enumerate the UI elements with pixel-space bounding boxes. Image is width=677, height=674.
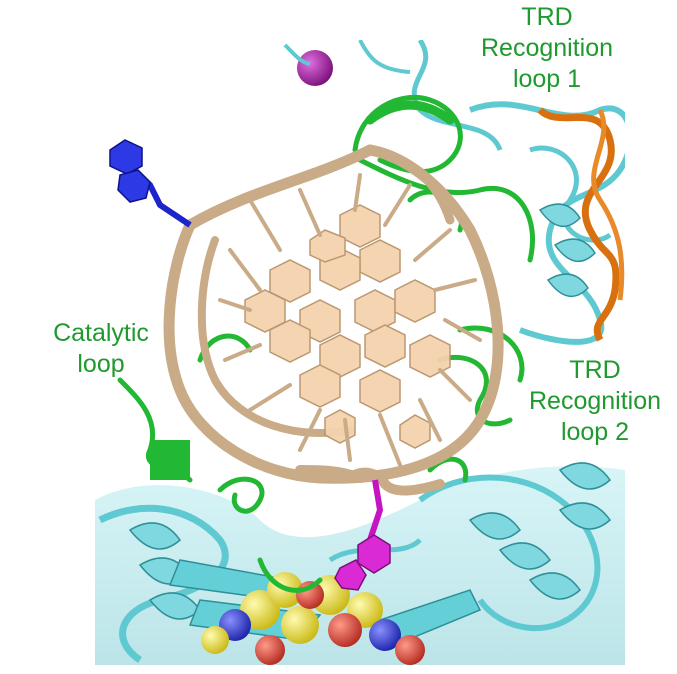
label-line: Recognition bbox=[528, 387, 662, 415]
orange-helix bbox=[537, 107, 625, 342]
trd-recognition-loop-2-label: TRD Recognition loop 2 bbox=[510, 355, 677, 448]
label-line: loop 2 bbox=[560, 418, 630, 446]
dna-base-sticks bbox=[218, 173, 482, 467]
metal-ion-sphere bbox=[297, 50, 333, 86]
flipped-base-blue bbox=[109, 139, 192, 228]
label-line: loop 1 bbox=[512, 65, 582, 93]
trd-recognition-loop-1-label: TRD Recognition loop 1 bbox=[462, 2, 632, 95]
flipped-base-magenta bbox=[334, 479, 391, 591]
dna-backbone bbox=[163, 144, 504, 496]
ligand-spheres bbox=[201, 572, 425, 665]
catalytic-loop-label: Catalytic loop bbox=[36, 318, 166, 380]
label-line: Recognition bbox=[480, 34, 614, 62]
label-line: TRD bbox=[569, 356, 621, 384]
label-line: Catalytic bbox=[53, 319, 149, 347]
green-loops bbox=[117, 94, 536, 593]
ion-coordination-strand bbox=[283, 43, 311, 66]
label-line: loop bbox=[77, 350, 125, 378]
label-line: TRD bbox=[521, 3, 573, 31]
